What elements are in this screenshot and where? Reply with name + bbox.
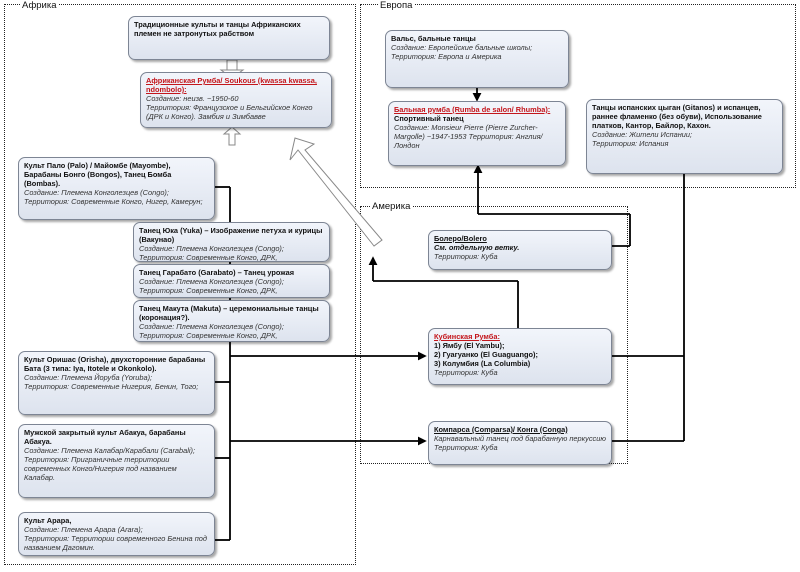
region-africa (4, 4, 356, 565)
box-abakua[interactable]: Мужской закрытый культ Абакуа, барабаны … (18, 424, 215, 498)
garabato-creation: Создание: Племена Конголезцев (Congo); (139, 277, 284, 287)
ballroom-rumba-creation: Создание: Monsieur Pierre (Pierre Zurche… (394, 123, 543, 151)
african-rumba-title: Африканская Румба/ Soukous (kwassa kwass… (146, 76, 317, 95)
cuban-rumba-item-2: 2) Гуагуанко (El Guaguango); (434, 350, 538, 360)
orisha-territory: Территория: Современные Нигерия, Бенин, … (24, 382, 199, 392)
garabato-territory: Территория: Современные Конго, ДРК, (139, 286, 278, 296)
bolero-note: См. отдельную ветку. (434, 243, 520, 253)
palo-title: Культ Пало (Palo) / Майомбе (Mayombe), Б… (24, 161, 172, 189)
comparsa-territory: Территория: Куба (434, 443, 498, 453)
gitanos-creation: Создание: Жители Испании; (592, 130, 693, 140)
arara-title: Культ Арара, (24, 516, 72, 525)
box-makuta[interactable]: Танец Макута (Makuta) – церемониальные т… (133, 300, 330, 342)
bolero-territory: Территория: Куба (434, 252, 498, 262)
orisha-title: Культ Оришас (Orisha), двухсторонние бар… (24, 355, 206, 374)
makuta-title: Танец Макута (Makuta) – церемониальные т… (139, 304, 319, 323)
african-rumba-territory: Территория: Французское и Бельгийское Ко… (146, 103, 313, 122)
box-african-rumba[interactable]: Африканская Румба/ Soukous (kwassa kwass… (140, 72, 332, 128)
region-america-label: Америка (370, 201, 413, 212)
box-gitanos[interactable]: Танцы испанских цыган (Gitanos) и испанц… (586, 99, 783, 174)
box-traditional-cults[interactable]: Традиционные культы и танцы Африканских … (128, 16, 330, 60)
comparsa-creation: Карнавальный танец под барабанную перкус… (434, 434, 606, 444)
box-ballroom-rumba[interactable]: Бальная румба (Rumba de salon/ Rhumba): … (388, 101, 566, 166)
makuta-territory: Территория: Современные Конго, ДРК, (139, 331, 278, 341)
cuban-rumba-territory: Территория: Куба (434, 368, 498, 378)
abakua-territory: Территория: Приграничные территории совр… (24, 455, 177, 483)
cuban-rumba-title: Кубинская Румба: (434, 332, 500, 341)
yuka-title: Танец Юка (Yuka) – Изображение петуха и … (139, 226, 323, 245)
waltz-territory: Территория: Европа и Америка (391, 52, 502, 62)
garabato-title: Танец Гарабато (Garabato) – Танец урожая (139, 268, 295, 277)
abakua-title: Мужской закрытый культ Абакуа, барабаны … (24, 428, 186, 447)
gitanos-territory: Территория: Испания (592, 139, 669, 149)
box-waltz[interactable]: Вальс, бальные танцы Создание: Европейск… (385, 30, 569, 88)
traditional-title: Традиционные культы и танцы Африканских … (134, 20, 301, 39)
waltz-title: Вальс, бальные танцы (391, 34, 476, 43)
comparsa-title: Компарса (Comparsa)/ Конга (Conga) (434, 425, 568, 434)
gitanos-title: Танцы испанских цыган (Gitanos) и испанц… (592, 103, 762, 131)
yuka-territory: Территория: Современные Конго, ДРК, (139, 253, 278, 262)
cuban-rumba-item-3: 3) Колумбия (La Columbia) (434, 359, 531, 369)
african-rumba-creation: Создание: неизв. ~1950-60 (146, 94, 239, 104)
box-orisha[interactable]: Культ Оришас (Orisha), двухсторонние бар… (18, 351, 215, 415)
region-africa-label: Африка (20, 0, 59, 11)
ballroom-rumba-title: Бальная румба (Rumba de salon/ Rhumba): (394, 105, 551, 114)
box-bolero[interactable]: Болеро/Bolero См. отдельную ветку. Терри… (428, 230, 612, 270)
box-garabato[interactable]: Танец Гарабато (Garabato) – Танец урожая… (133, 264, 330, 298)
box-palo[interactable]: Культ Пало (Palo) / Майомбе (Mayombe), Б… (18, 157, 215, 220)
ballroom-rumba-subtitle: Спортивный танец (394, 114, 464, 124)
orisha-creation: Создание: Племена Йоруба (Yoruba); (24, 373, 153, 383)
box-cuban-rumba[interactable]: Кубинская Румба: 1) Ямбу (El Yambu); 2) … (428, 328, 612, 385)
cuban-rumba-item-1: 1) Ямбу (El Yambu); (434, 341, 505, 351)
region-europe (360, 4, 796, 188)
abakua-creation: Создание: Племена Калабар/Карабали (Cara… (24, 446, 196, 456)
palo-territory: Территория: Современные Конго, Нигер, Ка… (24, 197, 203, 207)
region-europe-label: Европа (378, 0, 415, 11)
yuka-creation: Создание: Племена Конголезцев (Congo); (139, 244, 284, 254)
makuta-creation: Создание: Племена Конголезцев (Congo); (139, 322, 284, 332)
palo-creation: Создание: Племена Конголезцев (Congo); (24, 188, 169, 198)
box-yuka[interactable]: Танец Юка (Yuka) – Изображение петуха и … (133, 222, 330, 262)
bolero-title: Болеро/Bolero (434, 234, 487, 243)
arara-creation: Создание: Племена Арара (Arara); (24, 525, 143, 535)
arara-territory: Территория: Территории современного Бени… (24, 534, 207, 553)
box-arara[interactable]: Культ Арара, Создание: Племена Арара (Ar… (18, 512, 215, 556)
box-comparsa[interactable]: Компарса (Comparsa)/ Конга (Conga) Карна… (428, 421, 612, 465)
waltz-creation: Создание: Европейские бальные школы; (391, 43, 533, 53)
